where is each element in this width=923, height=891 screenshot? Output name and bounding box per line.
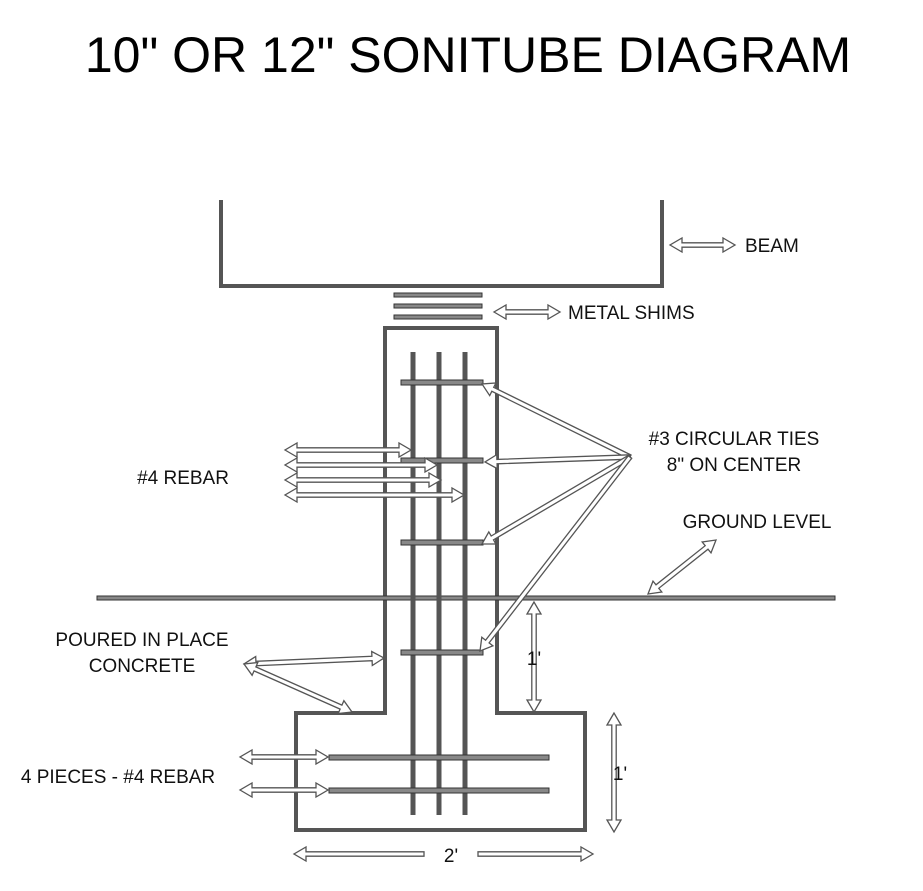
- metal-shims: [393, 292, 483, 320]
- concrete-arrow-2: [242, 661, 354, 715]
- rebar-arrow-3: [283, 471, 443, 489]
- metal-shims-arrow: [492, 303, 562, 321]
- ties-arrow-2: [483, 453, 631, 470]
- rebar-arrow-2: [283, 456, 439, 474]
- leader-arrows: [238, 236, 737, 863]
- depth-dimension-arrow: [525, 600, 543, 714]
- beam-arrow: [668, 236, 737, 254]
- label-ground-level: GROUND LEVEL: [683, 512, 832, 533]
- footing-rebar-arrow-2: [238, 781, 330, 799]
- concrete-arrow-1: [242, 650, 386, 672]
- label-dim-depth: 1': [527, 649, 541, 670]
- diagram-title: 10" OR 12" SONITUBE DIAGRAM: [85, 27, 851, 83]
- ground-level-arrow: [646, 539, 718, 595]
- footing-rebar: [328, 754, 550, 794]
- ties-arrow-3: [480, 454, 632, 545]
- rebar-arrow-1: [283, 441, 413, 459]
- footing-height-dimension-arrow: [605, 711, 623, 834]
- ties-arrow-4: [479, 454, 633, 653]
- footing-width-left-arrow: [292, 845, 425, 863]
- vertical-rebar: [410, 352, 468, 815]
- rebar-arrow-4: [283, 486, 466, 504]
- label-beam: BEAM: [745, 236, 799, 257]
- ties-arrow-1: [480, 382, 632, 460]
- label-dim-footing-height: 1': [613, 764, 627, 785]
- beam: [219, 200, 664, 288]
- footing-width-right-arrow: [477, 845, 595, 863]
- label-poured-line1: POURED IN PLACE: [55, 630, 228, 651]
- label-poured-line2: CONCRETE: [89, 656, 196, 677]
- label-rebar4: #4 REBAR: [137, 468, 229, 489]
- label-metal-shims: METAL SHIMS: [568, 303, 695, 324]
- footing-rebar-arrow-1: [238, 748, 330, 766]
- label-circular-ties-line1: #3 CIRCULAR TIES: [649, 429, 820, 450]
- label-four-pieces-rebar: 4 PIECES - #4 REBAR: [21, 767, 215, 788]
- label-circular-ties-line2: 8" ON CENTER: [667, 455, 801, 476]
- label-dim-footing-width: 2': [444, 846, 458, 867]
